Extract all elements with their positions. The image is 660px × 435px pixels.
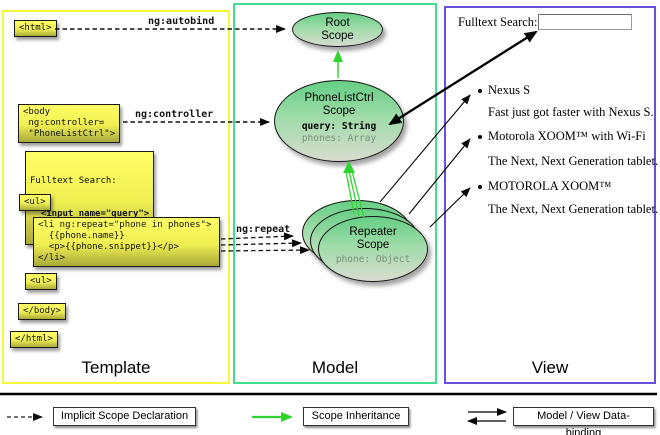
legend-databinding-label: Model / View Data-binding	[513, 407, 654, 435]
phonelistctrl-query-property: query: String	[301, 121, 377, 132]
view-item-title: Nexus S	[488, 83, 531, 97]
phonelistctrl-scope-title: PhoneListCtrl Scope	[304, 92, 374, 117]
search-input[interactable]	[538, 14, 632, 30]
template-column-label: Template	[81, 358, 151, 377]
repeater-scope-ellipse: Repeater Scope phone: Object	[318, 216, 428, 282]
repeater-scope-title: Repeater Scope	[349, 226, 397, 251]
view-item-desc: The Next, Next Generation tablet.	[488, 202, 659, 216]
view-item-desc: The Next, Next Generation tablet.	[488, 154, 659, 168]
code-box-html-open: <html>	[14, 20, 57, 37]
code-box-li-repeat: <li ng:repeat="phone in phones"> {{phone…	[33, 217, 220, 267]
legend-scope-inheritance-label: Scope Inheritance	[303, 407, 409, 426]
code-box-html-close: </html>	[10, 331, 58, 348]
legend-implicit-scope-label: Implicit Scope Declaration	[53, 407, 196, 426]
model-column-label: Model	[311, 358, 359, 377]
bullet-icon	[478, 135, 482, 139]
code-fulltext-label: Fulltext Search:	[30, 176, 117, 186]
repeater-phone-property: phone: Object	[335, 254, 411, 265]
phonelistctrl-scope-ellipse: PhoneListCtrl Scope query: String phones…	[274, 80, 404, 162]
code-box-ul-close: <ul>	[25, 273, 57, 290]
ng-autobind-label: ng:autobind	[148, 16, 215, 27]
root-scope-ellipse: Root Scope	[292, 12, 383, 47]
code-box-ul-open: <ul>	[19, 194, 51, 211]
root-scope-title: Root Scope	[321, 17, 354, 42]
code-box-body-close: </body>	[18, 303, 66, 320]
view-item-title: Motorola XOOM™ with Wi-Fi	[488, 129, 646, 143]
code-fulltext-input: <input name="query">	[30, 209, 150, 219]
view-item-title: MOTOROLA XOOM™	[488, 179, 612, 193]
view-search-label: Fulltext Search:	[458, 15, 538, 29]
ng-controller-label: ng:controller	[135, 109, 214, 120]
view-column: View	[444, 6, 656, 384]
view-item-desc: Fast just got faster with Nexus S.	[488, 105, 654, 119]
model-column: Model	[233, 3, 437, 384]
view-column-label: View	[531, 358, 569, 377]
bullet-icon	[478, 89, 482, 93]
phonelistctrl-phones-property: phones: Array	[301, 133, 377, 144]
ng-repeat-label: ng:repeat	[236, 224, 291, 235]
bullet-icon	[478, 185, 482, 189]
code-box-body-open: <body ng:controller= "PhoneListCtrl">	[18, 104, 121, 143]
